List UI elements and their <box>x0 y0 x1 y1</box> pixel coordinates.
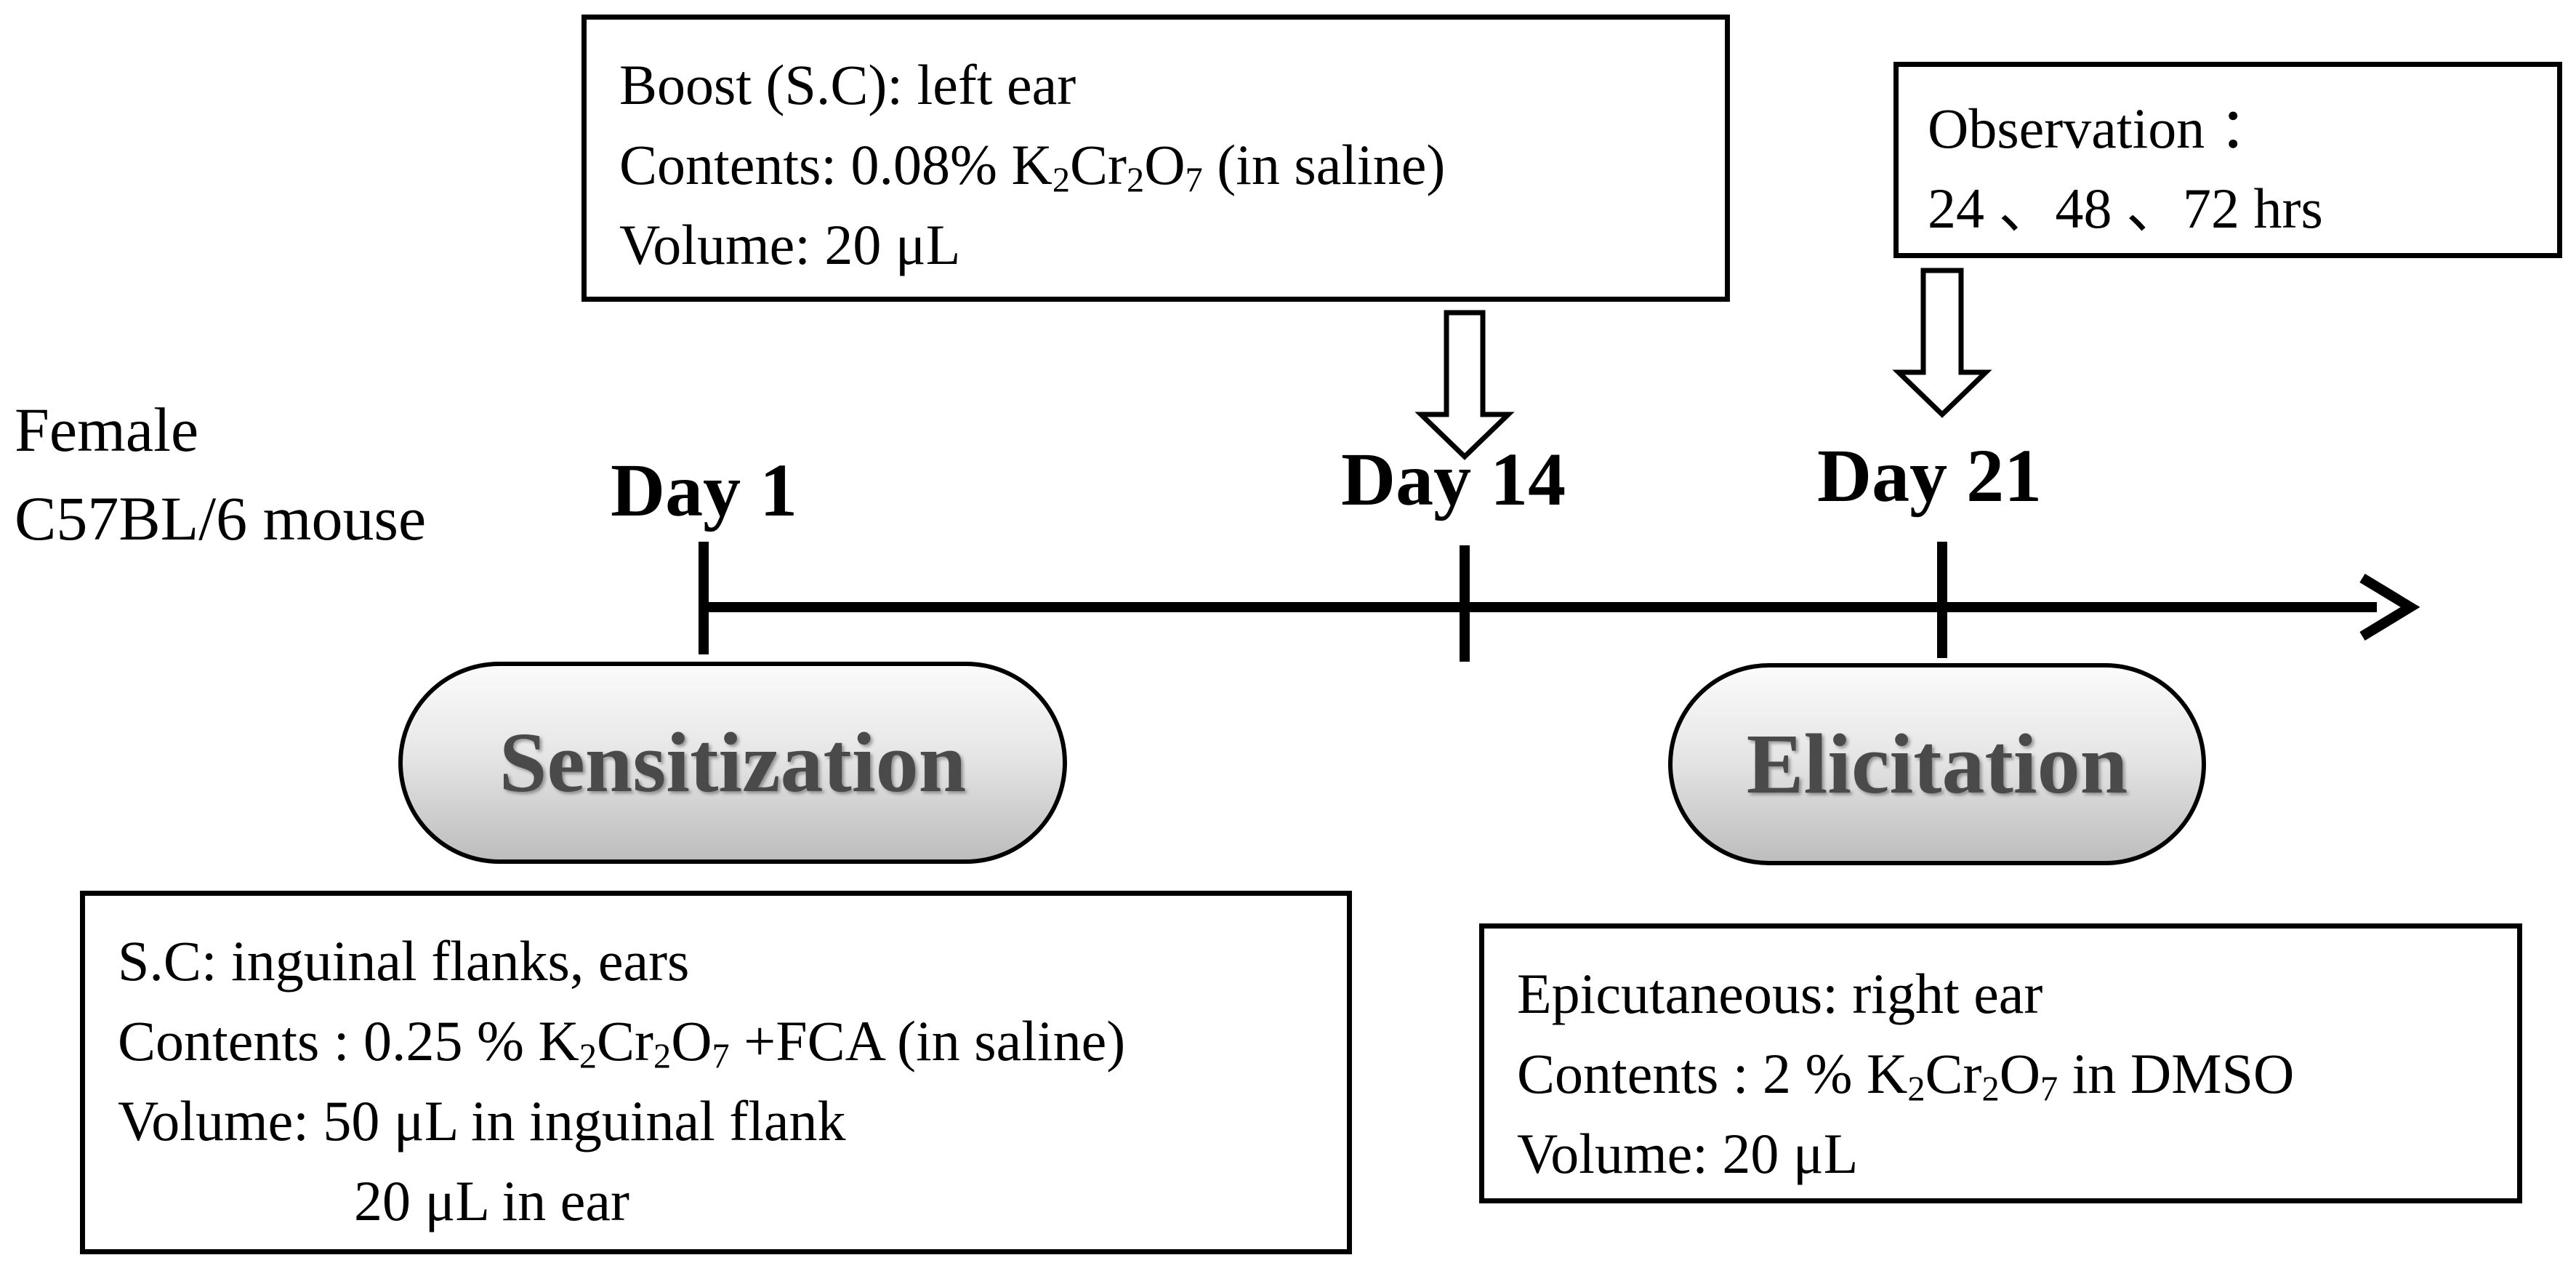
sensitization-details-box: S.C: inguinal flanks, ears Contents : 0.… <box>80 891 1352 1254</box>
sensitization-phase: Sensitization <box>398 662 1067 864</box>
day-1-label: Day 1 <box>611 449 798 532</box>
observation-down-arrow-icon <box>1892 268 1992 418</box>
observation-title: Observation ： <box>1928 97 2276 160</box>
elicitation-details-box: Epicutaneous: right ear Contents : 2 % K… <box>1479 923 2522 1203</box>
sensitization-route: S.C: inguinal flanks, ears <box>118 929 690 993</box>
subject-line-1: Female <box>15 395 199 465</box>
elicitation-route: Epicutaneous: right ear <box>1517 962 2043 1025</box>
boost-down-arrow-icon <box>1414 310 1515 460</box>
elicitation-label: Elicitation <box>1746 716 2128 811</box>
boost-route: Boost (S.C): left ear <box>619 53 1076 116</box>
sensitization-label: Sensitization <box>499 715 967 810</box>
sensitization-volume-2: 20 μL in ear <box>354 1169 629 1232</box>
boost-contents: Contents: 0.08% K2Cr2O7 (in saline) <box>619 133 1446 200</box>
boost-box: Boost (S.C): left ear Contents: 0.08% K2… <box>581 15 1730 302</box>
elicitation-phase: Elicitation <box>1668 663 2206 865</box>
day-14-label: Day 14 <box>1341 438 1566 521</box>
elicitation-volume: Volume: 20 μL <box>1517 1122 1859 1185</box>
sensitization-contents: Contents : 0.25 % K2Cr2O7 +FCA (in salin… <box>118 1009 1126 1076</box>
sensitization-volume-1: Volume: 50 μL in inguinal flank <box>118 1089 846 1152</box>
timeline-arrowhead <box>2359 574 2420 641</box>
boost-volume: Volume: 20 μL <box>619 213 961 276</box>
observation-box: Observation ： 24 、48 、72 hrs <box>1893 62 2562 258</box>
day-21-label: Day 21 <box>1817 434 2042 518</box>
subject-label: Female C57BL/6 mouse <box>15 385 426 563</box>
elicitation-contents: Contents : 2 % K2Cr2O7 in DMSO <box>1517 1042 2295 1109</box>
subject-line-2: C57BL/6 mouse <box>15 484 427 553</box>
observation-times: 24 、48 、72 hrs <box>1928 177 2323 240</box>
